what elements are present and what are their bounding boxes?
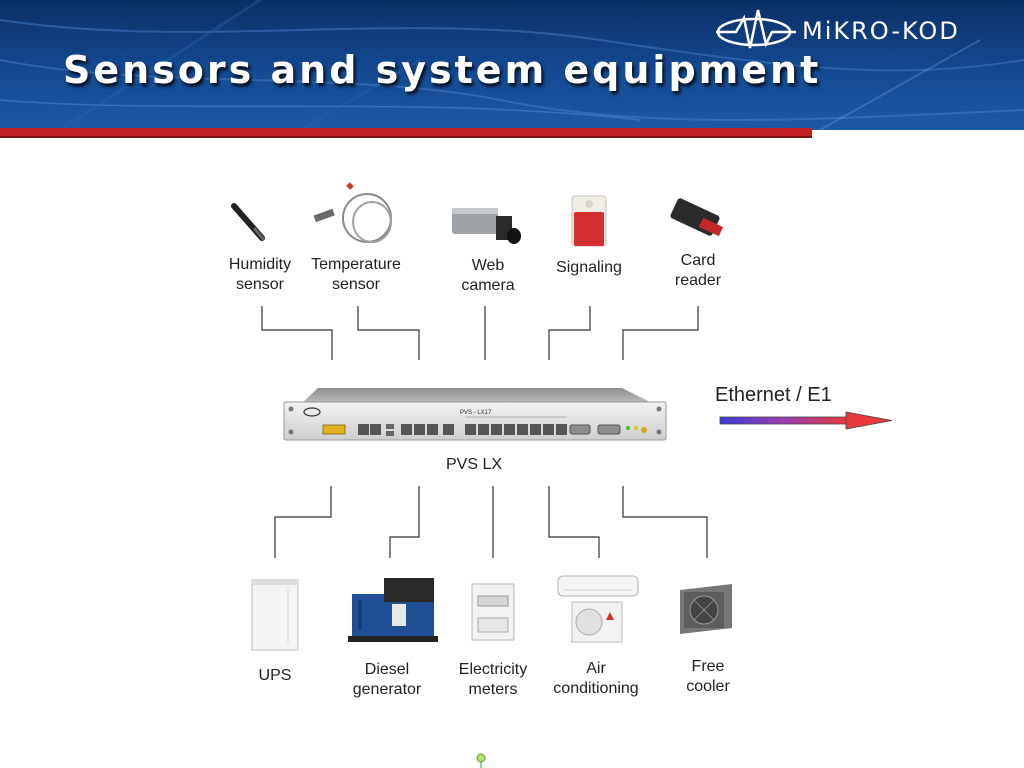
card-reader-icon <box>670 198 724 237</box>
label-line: Diesel <box>364 661 410 678</box>
electricity-meter-icon <box>471 583 515 641</box>
signaling-label: Signaling <box>546 258 632 278</box>
card-reader-label: Card reader <box>660 251 736 291</box>
label-line: Temperature <box>311 256 401 273</box>
label-line: meters <box>468 681 518 698</box>
ethernet-arrow <box>719 411 893 430</box>
label-line: sensor <box>235 276 285 293</box>
electricity-meters-label: Electricity meters <box>448 660 538 700</box>
ethernet-e1-label: Ethernet / E1 <box>715 384 832 406</box>
top-connector-lines <box>261 306 699 360</box>
web-camera-icon <box>452 208 521 244</box>
label-line: sensor <box>331 276 381 293</box>
header-background <box>0 0 1024 138</box>
web-camera-label: Web camera <box>448 256 528 296</box>
pvs-lx-device <box>283 388 667 441</box>
slide-header: Sensors and system equipment MiKRO-KOD <box>0 0 1024 140</box>
logo-text: MiKRO-KOD <box>802 17 960 45</box>
pin-marker-icon <box>476 753 486 768</box>
temperature-sensor-label: Temperature sensor <box>302 255 410 295</box>
ups-label: UPS <box>240 666 310 686</box>
label-line: cooler <box>686 678 730 695</box>
free-cooler-icon <box>680 584 732 634</box>
humidity-sensor-label: Humidity sensor <box>218 255 302 295</box>
label-line: UPS <box>258 667 292 684</box>
bottom-connector-lines <box>274 486 708 558</box>
label-line: conditioning <box>553 680 639 697</box>
ups-icon <box>251 579 299 651</box>
signaling-siren-icon <box>571 195 607 247</box>
humidity-sensor-icon <box>231 203 266 241</box>
label-line: camera <box>461 277 515 294</box>
label-line: Air <box>586 660 606 677</box>
label-line: Web <box>471 257 505 274</box>
label-line: reader <box>674 272 722 289</box>
free-cooler-label: Free cooler <box>672 657 744 697</box>
logo-wave-icon <box>716 9 796 49</box>
label-line: Humidity <box>228 256 292 273</box>
company-logo: MiKRO-KOD <box>714 6 960 56</box>
temperature-sensor-icon <box>313 182 392 243</box>
label-line: Free <box>691 658 725 675</box>
diesel-generator-label: Diesel generator <box>340 660 434 700</box>
device-panel-text: PVS - LX17 <box>460 410 492 416</box>
label-line: generator <box>352 681 422 698</box>
label-line: Card <box>680 252 716 269</box>
diesel-generator-icon <box>348 578 438 642</box>
air-conditioner-icon <box>557 575 639 643</box>
air-conditioning-label: Air conditioning <box>544 659 648 699</box>
label-line: Signaling <box>556 259 622 276</box>
slide-title: Sensors and system equipment <box>63 48 822 92</box>
pvs-lx-label: PVS LX <box>446 456 503 473</box>
label-line: Electricity <box>458 661 528 678</box>
